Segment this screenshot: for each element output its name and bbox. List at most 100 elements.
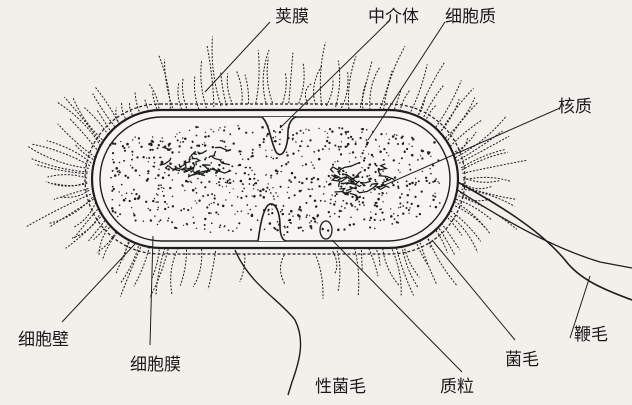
cytoplasm-dot <box>397 185 399 187</box>
cytoplasm-dot <box>255 182 257 184</box>
cytoplasm-dot <box>344 207 346 209</box>
pilus-strand <box>66 212 106 249</box>
cytoplasm-dot <box>361 167 362 168</box>
cytoplasm-dot <box>364 157 366 159</box>
cytoplasm-dot <box>352 151 354 153</box>
cytoplasm-dot <box>294 176 296 178</box>
cytoplasm-dot <box>232 230 234 232</box>
cytoplasm-dot <box>300 226 302 228</box>
cytoplasm-dot <box>326 181 327 182</box>
cytoplasm-dot <box>112 170 114 172</box>
cytoplasm-dot <box>420 155 421 156</box>
cytoplasm-dot <box>314 200 317 203</box>
cytoplasm-dot <box>381 195 382 196</box>
cytoplasm-dot <box>409 207 410 208</box>
cytoplasm-dot <box>164 172 166 174</box>
cytoplasm-dot <box>248 174 250 176</box>
cytoplasm-dot <box>362 152 364 154</box>
cytoplasm-dot <box>161 137 162 138</box>
pilus-strand <box>267 58 272 103</box>
cytoplasm-dot <box>426 180 428 182</box>
cytoplasm-dot <box>119 162 120 163</box>
cytoplasm-dot <box>360 156 361 157</box>
pilus-strand <box>336 61 340 107</box>
cytoplasm-dot <box>338 216 340 218</box>
cytoplasm-dot <box>341 206 343 208</box>
cytoplasm-dot <box>128 146 129 147</box>
cytoplasm-dot <box>411 182 414 185</box>
cytoplasm-dot <box>221 140 223 142</box>
cytoplasm-dot <box>295 141 296 142</box>
cytoplasm-dot <box>429 182 431 184</box>
cytoplasm-dot <box>374 219 376 221</box>
pilus-strand <box>180 246 186 286</box>
cytoplasm-dot <box>287 137 289 139</box>
cytoplasm-dot <box>228 229 230 231</box>
cytoplasm-dot <box>268 213 270 215</box>
cytoplasm-dot <box>270 175 272 177</box>
cytoplasm-dot <box>268 183 269 184</box>
cytoplasm-dot <box>134 136 135 137</box>
cytoplasm-dot <box>213 202 215 204</box>
cytoplasm-dot <box>253 188 254 189</box>
cytoplasm-dot <box>290 181 292 183</box>
cytoplasm-dot <box>145 201 147 203</box>
cytoplasm-dot <box>112 186 114 188</box>
cytoplasm-dot <box>408 143 409 144</box>
cytoplasm-dot <box>338 146 340 148</box>
cytoplasm-dot <box>290 210 293 213</box>
cytoplasm-dot <box>117 216 119 218</box>
label-pilus: 菌毛 <box>505 350 539 370</box>
cytoplasm-dot <box>434 193 435 194</box>
cytoplasm-dot <box>118 174 120 176</box>
pilus-strand <box>207 45 214 108</box>
cytoplasm-dot <box>132 139 133 140</box>
cytoplasm-dot <box>322 148 324 150</box>
cytoplasm-dot <box>147 208 149 210</box>
cytoplasm-dot <box>195 187 197 189</box>
cytoplasm-dot <box>210 162 212 164</box>
cytoplasm-dot <box>177 139 179 141</box>
cytoplasm-dot <box>265 175 266 176</box>
pilus-strand <box>201 61 207 108</box>
cytoplasm-dot <box>326 140 328 142</box>
cytoplasm-dot <box>371 178 372 179</box>
cytoplasm-dot <box>370 217 372 219</box>
cytoplasm-dot <box>298 181 300 183</box>
cytoplasm-dot <box>394 176 396 178</box>
cytoplasm-dot <box>264 228 266 230</box>
cytoplasm-dot <box>265 150 266 151</box>
cytoplasm-dot <box>422 171 423 172</box>
pilus-strand <box>159 56 171 116</box>
sex-pilus <box>235 250 301 395</box>
cytoplasm-dot <box>397 182 398 183</box>
cytoplasm-dot <box>196 228 197 229</box>
cytoplasm-dot <box>438 182 439 183</box>
cytoplasm-dot <box>352 174 354 176</box>
pilus-strand <box>320 42 325 105</box>
cytoplasm-dot <box>178 151 180 153</box>
cytoplasm-dot <box>229 133 231 135</box>
cytoplasm-dot <box>158 221 159 222</box>
cytoplasm-dot <box>284 226 286 228</box>
cytoplasm-dot <box>215 211 217 213</box>
cytoplasm-dot <box>182 141 184 143</box>
cytoplasm-dot <box>231 205 233 207</box>
cytoplasm-dot <box>225 146 227 148</box>
cytoplasm-dot <box>382 201 383 202</box>
cytoplasm-dot <box>275 192 277 194</box>
cytoplasm-dot <box>182 137 184 139</box>
cytoplasm-dot <box>406 148 408 150</box>
cytoplasm-dot <box>370 192 371 193</box>
cytoplasm-dot <box>240 197 242 199</box>
cytoplasm-dot <box>340 146 342 148</box>
cytoplasm-dot <box>111 190 113 192</box>
cytoplasm-dot <box>296 132 298 134</box>
cytoplasm-dot <box>286 231 288 233</box>
cytoplasm-dot <box>288 179 290 181</box>
cytoplasm-dot <box>349 161 350 162</box>
cytoplasm-dot <box>427 152 429 154</box>
cytoplasm-dot <box>292 134 294 136</box>
pilus-strand <box>69 118 99 152</box>
cytoplasm-dot <box>374 228 376 230</box>
